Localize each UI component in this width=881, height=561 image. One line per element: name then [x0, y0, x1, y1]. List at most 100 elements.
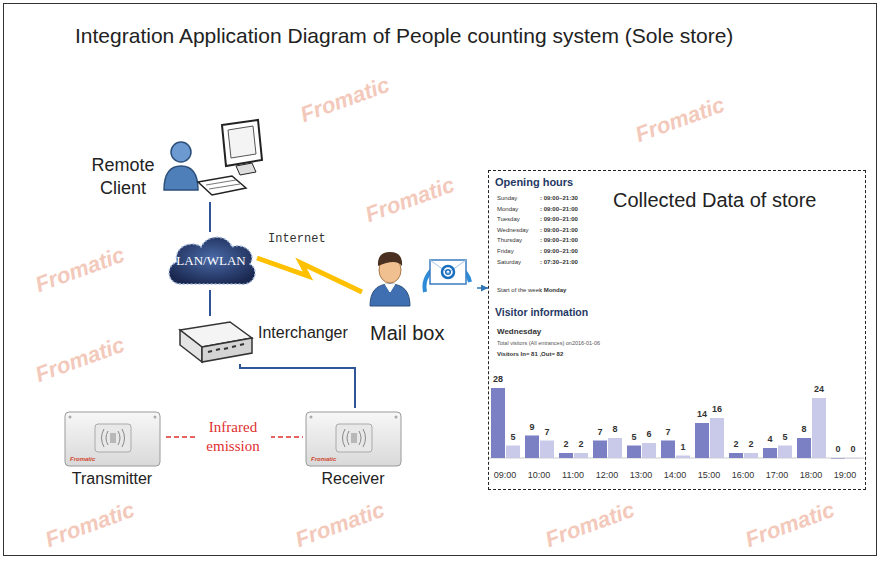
mail-person-icon [370, 252, 410, 306]
report-text: Sunday [497, 195, 517, 202]
device-node: Transmitter [62, 408, 166, 492]
chart-bar [506, 446, 520, 459]
chart-bar [642, 443, 656, 458]
computer-icon [198, 120, 262, 195]
axis-tick-label: 15:00 [698, 471, 721, 481]
connector [209, 202, 211, 232]
watermark: Fromatic [632, 93, 728, 148]
device-logo: Fromatic [70, 456, 95, 463]
device-node: Remote Client [86, 112, 266, 202]
report-text: Wednesday [497, 227, 529, 234]
bar-chart [489, 388, 864, 459]
report-text: : 09:00~21:00 [540, 248, 578, 255]
chart-bar [812, 398, 826, 458]
report-text: Total visitors (All entrances) on2016-01… [497, 340, 600, 346]
node-label: Remote Client [88, 154, 158, 200]
axis-tick-label: 16:00 [732, 471, 755, 481]
node-label: Receiver [303, 470, 403, 488]
bar-value: 2 [748, 440, 753, 450]
bar-value: 2 [733, 440, 738, 450]
device-node: Interchanger [174, 316, 359, 364]
axis-tick-label: 10:00 [528, 471, 551, 481]
bar-value: 16 [712, 405, 722, 415]
bar-value: 28 [493, 375, 503, 385]
report-text: Start of the week [497, 287, 542, 294]
watermark: Fromatic [297, 73, 393, 128]
report-text: : 09:00~21:00 [540, 237, 578, 244]
watermark: Fromatic [542, 498, 638, 553]
chart-bar [744, 453, 758, 458]
bar-value: 5 [782, 433, 787, 443]
connector [209, 290, 211, 316]
node-label: Mail box [370, 322, 444, 345]
bar-value: 8 [801, 425, 806, 435]
switch-icon [180, 322, 252, 362]
axis-tick-label: 13:00 [630, 471, 653, 481]
axis-tick-label: 11:00 [562, 471, 584, 481]
report-text: : 09:00~21:00 [540, 206, 578, 213]
bar-value: 1 [680, 443, 685, 453]
chart-bar [695, 423, 709, 458]
email-icon [424, 260, 470, 292]
bar-value: 0 [850, 445, 855, 455]
watermark: Fromatic [32, 333, 128, 388]
report-text: Thursday [497, 237, 522, 244]
edge-label: Internet [268, 233, 326, 246]
bar-value: 5 [510, 433, 515, 443]
axis-tick-label: 19:00 [834, 471, 857, 481]
device-node: Receiver [303, 408, 407, 492]
device-node: Mail box [362, 248, 477, 348]
bar-value: 6 [646, 430, 651, 440]
connector [240, 364, 355, 408]
bar-value: 7 [665, 428, 670, 438]
chart-bar [491, 388, 505, 458]
axis-tick-label: 17:00 [766, 471, 789, 481]
node-label: Transmitter [62, 470, 162, 488]
diagram-title: Integration Application Diagram of Peopl… [75, 24, 733, 47]
bar-value: 7 [597, 428, 602, 438]
network-cloud: LAN/WLAN [165, 232, 257, 290]
chart-bar [676, 456, 690, 459]
report-text: Tuesday [497, 216, 520, 223]
connector [477, 287, 488, 289]
axis-tick-label: 18:00 [800, 471, 823, 481]
chart-bar [831, 458, 845, 460]
chart-bar [627, 446, 641, 459]
chart-bar [846, 458, 860, 460]
device-logo: Fromatic [311, 456, 336, 463]
report-text: Wednesday [497, 328, 541, 337]
bar-value: 0 [835, 445, 840, 455]
axis-tick-label: 09:00 [494, 471, 517, 481]
watermark: Fromatic [362, 173, 458, 228]
bar-value: 2 [578, 440, 583, 450]
bar-value: 9 [529, 423, 534, 433]
watermark: Fromatic [742, 498, 838, 553]
chart-bar [608, 438, 622, 458]
report-text: Saturday [497, 259, 521, 266]
chart-bar [540, 441, 554, 459]
bar-value: 4 [767, 435, 772, 445]
report-text: Visitors In= 81 ,Out= 82 [497, 351, 563, 358]
report-text: Friday [497, 248, 514, 255]
report-text: : 09:00~21:00 [540, 216, 578, 223]
watermark: Fromatic [42, 498, 138, 553]
chart-bar [559, 453, 573, 458]
axis-tick-label: 14:00 [664, 471, 687, 481]
node-label: Collected Data of store [613, 189, 816, 212]
bar-value: 14 [697, 410, 707, 420]
chart-bar [593, 441, 607, 459]
node-label: LAN/WLAN [176, 254, 245, 269]
chart-bar [525, 436, 539, 459]
chart-bar [661, 441, 675, 459]
report-text: : Monday [540, 287, 566, 294]
chart-bar [797, 438, 811, 458]
edge-label: Infrared emission [195, 418, 271, 456]
watermark: Fromatic [292, 498, 388, 553]
bar-value: 2 [563, 440, 568, 450]
transmitter-device [65, 412, 160, 466]
report-text: : 09:00~21:30 [540, 195, 578, 202]
chart-bar [729, 453, 743, 458]
connector [257, 258, 362, 292]
report-text: Opening hours [495, 176, 573, 188]
